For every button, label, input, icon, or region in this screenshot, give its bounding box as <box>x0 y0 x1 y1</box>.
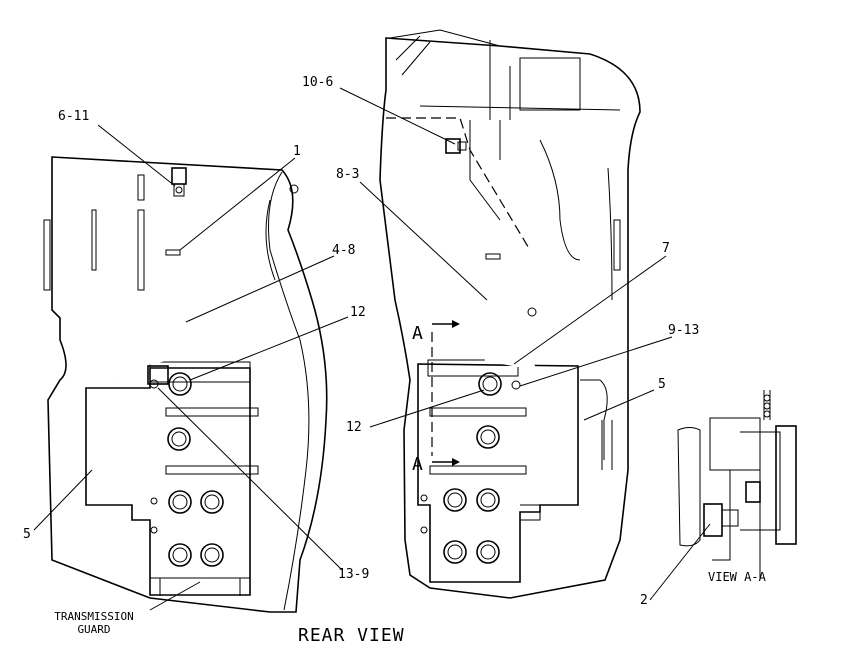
callout-12-middle: 12 <box>346 420 362 435</box>
middle-view <box>379 29 641 599</box>
labels: 6-11 1 4-8 12 5 13-9 10-6 8-3 7 9-13 5 1… <box>23 75 767 646</box>
section-marker-top: A <box>412 323 423 344</box>
callout-1: 1 <box>293 144 301 159</box>
callout-13-9: 13-9 <box>338 567 369 582</box>
callout-4-8: 4-8 <box>332 243 355 258</box>
callout-2: 2 <box>640 593 648 608</box>
section-view-label: VIEW A-A <box>708 570 767 584</box>
left-leaders <box>33 124 349 611</box>
callout-5-middle: 5 <box>658 377 666 392</box>
guard-label-line1: TRANSMISSION <box>54 610 133 623</box>
view-title: REAR VIEW <box>298 625 405 646</box>
callout-5-left: 5 <box>23 527 31 542</box>
callout-12-left: 12 <box>350 305 366 320</box>
detail-view <box>649 390 797 601</box>
callout-7: 7 <box>662 241 670 256</box>
left-view <box>43 156 328 613</box>
middle-bolt-group <box>420 372 521 564</box>
callout-8-3: 8-3 <box>336 167 359 182</box>
callout-10-6: 10-6 <box>302 75 333 90</box>
callout-9-13: 9-13 <box>668 323 699 338</box>
callout-6-11: 6-11 <box>58 109 89 124</box>
middle-leaders <box>339 87 673 428</box>
left-bolt-group <box>149 372 224 567</box>
guard-label-line2: GUARD <box>77 623 110 636</box>
section-marker-bottom: A <box>412 454 423 475</box>
